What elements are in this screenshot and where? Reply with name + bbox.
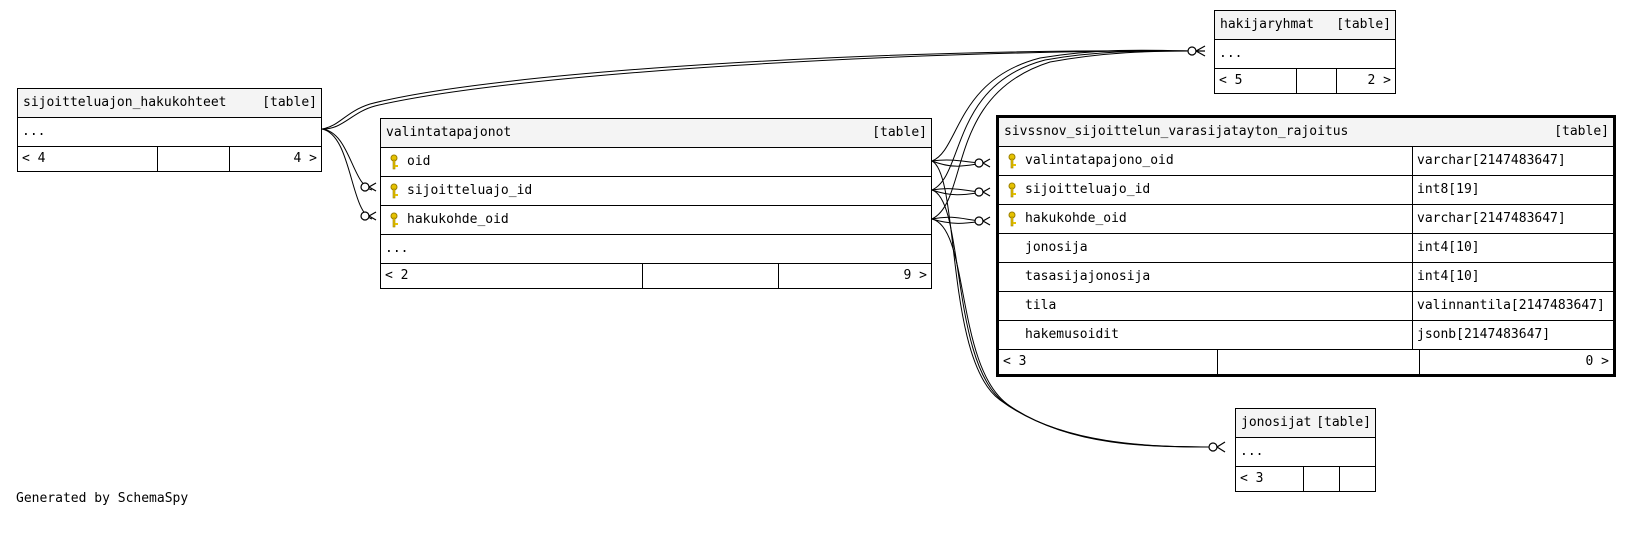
table-row: ...: [381, 235, 931, 264]
table-row[interactable]: hakemusoidit jsonb[2147483647]: [999, 321, 1613, 350]
parents-count[interactable]: < 5: [1215, 69, 1297, 93]
table-row: ...: [18, 118, 321, 147]
table-hakijaryhmat[interactable]: hakijaryhmat [table] ... < 5 2 >: [1214, 10, 1396, 94]
edge-valintatapajonot-jonosijat-3: [931, 218, 1218, 448]
table-row[interactable]: hakukohde_oid: [381, 206, 931, 235]
table-jonosijat[interactable]: jonosijat [table] ... < 3: [1235, 408, 1376, 492]
column-name: sijoitteluajo_id: [407, 183, 533, 198]
table-row[interactable]: tasasijajonosija int4[10]: [999, 263, 1613, 292]
table-name: jonosijat: [1241, 415, 1312, 430]
children-count[interactable]: 9 >: [903, 268, 927, 283]
table-header: hakijaryhmat [table]: [1215, 11, 1395, 40]
parents-count[interactable]: < 2: [381, 264, 643, 288]
footer-spacer: [158, 147, 230, 171]
column-type: int4[10]: [1417, 269, 1480, 284]
footer-spacer: [1218, 350, 1420, 374]
edge-marker-circle: [1187, 46, 1197, 56]
table-sivssnov-sijoittelun-varasijatayton-rajoitus[interactable]: sivssnov_sijoittelun_varasijatayton_rajo…: [996, 115, 1616, 377]
edge-valintatapajonot-hakijaryhmat-1: [931, 49, 1193, 162]
parents-count[interactable]: < 3: [1236, 467, 1304, 491]
edge-marker-circle: [360, 211, 370, 221]
table-header: sivssnov_sijoittelun_varasijatayton_rajo…: [999, 118, 1613, 147]
column-type: varchar[2147483647]: [1417, 211, 1566, 226]
table-kind: [table]: [872, 125, 927, 140]
edge-marker-circle: [974, 158, 984, 168]
table-footer: < 2 9 >: [381, 264, 931, 288]
edge-sijoitteluajon-hakukohteet-valintatapajonot-1: [321, 128, 373, 191]
edge-marker-crowfoot: [982, 158, 991, 168]
table-footer: < 3 0 >: [999, 350, 1613, 374]
column-name: jonosija: [1025, 240, 1088, 255]
table-row[interactable]: sijoitteluajo_id int8[19]: [999, 176, 1613, 205]
table-kind: [table]: [1336, 17, 1391, 32]
column-name: hakukohde_oid: [407, 212, 509, 227]
table-row[interactable]: jonosija int4[10]: [999, 234, 1613, 263]
table-row[interactable]: hakukohde_oid varchar[2147483647]: [999, 205, 1613, 234]
column-type: varchar[2147483647]: [1417, 153, 1566, 168]
footer-spacer: [1297, 69, 1337, 93]
table-footer: < 3: [1236, 467, 1375, 491]
table-footer: < 5 2 >: [1215, 69, 1395, 93]
more-columns: ...: [1219, 46, 1243, 61]
table-sijoitteluajon-hakukohteet[interactable]: sijoitteluajon_hakukohteet [table] ... <…: [17, 88, 322, 172]
edge-marker-circle: [1208, 442, 1218, 452]
more-columns: ...: [385, 241, 409, 256]
edge-sijoitteluajon-hakukohteet-hakijaryhmat-b: [321, 50, 1193, 130]
edge-marker-crowfoot: [1195, 45, 1206, 57]
edge-marker-circle: [974, 187, 984, 197]
table-row[interactable]: valintatapajono_oid varchar[2147483647]: [999, 147, 1613, 176]
edge-sijoitteluajon-hakukohteet-valintatapajonot-2: [321, 128, 373, 220]
edge-marker-circle: [360, 182, 370, 192]
children-count[interactable]: 2 >: [1367, 73, 1391, 88]
table-name: hakijaryhmat: [1220, 17, 1314, 32]
parents-count[interactable]: < 3: [999, 350, 1218, 374]
edge-marker-crowfoot: [1216, 441, 1226, 453]
edge-marker-crowfoot: [982, 216, 991, 226]
edge-valintatapajonot-hakijaryhmat-3: [931, 50, 1193, 220]
edge-marker-crowfoot: [368, 211, 377, 221]
footer-spacer: [643, 264, 779, 288]
children-count[interactable]: 4 >: [293, 151, 317, 166]
table-row: ...: [1215, 40, 1395, 69]
parents-count[interactable]: < 4: [18, 147, 158, 171]
table-name: sijoitteluajon_hakukohteet: [23, 95, 227, 110]
column-name: tila: [1025, 298, 1057, 313]
column-name: tasasijajonosija: [1025, 269, 1151, 284]
more-columns: ...: [22, 124, 46, 139]
children-count[interactable]: 0 >: [1585, 354, 1609, 369]
table-name: sivssnov_sijoittelun_varasijatayton_rajo…: [1004, 124, 1349, 139]
table-name: valintatapajonot: [386, 125, 512, 140]
column-type: jsonb[2147483647]: [1417, 327, 1551, 342]
table-row[interactable]: tila valinnantila[2147483647]: [999, 292, 1613, 321]
generated-by-label: Generated by SchemaSpy: [16, 491, 189, 506]
column-type: valinnantila[2147483647]: [1417, 298, 1605, 313]
table-kind: [table]: [1554, 124, 1609, 139]
column-name: sijoitteluajo_id: [1025, 182, 1151, 197]
column-name: oid: [407, 154, 431, 169]
table-valintatapajonot[interactable]: valintatapajonot [table] oid sijoittelua…: [380, 118, 932, 289]
column-name: hakemusoidit: [1025, 327, 1119, 342]
column-name: valintatapajono_oid: [1025, 153, 1174, 168]
table-row[interactable]: oid: [381, 148, 931, 177]
table-header: jonosijat [table]: [1236, 409, 1375, 438]
table-kind: [table]: [1316, 415, 1371, 430]
edge-sijoitteluajon-hakukohteet-hakijaryhmat: [321, 50, 1193, 130]
edge-marker-crowfoot: [368, 182, 377, 192]
children-count[interactable]: [1340, 467, 1375, 491]
table-header: valintatapajonot [table]: [381, 119, 931, 148]
edge-marker-circle: [974, 216, 984, 226]
column-name: hakukohde_oid: [1025, 211, 1127, 226]
edge-valintatapajonot-hakijaryhmat-2: [931, 50, 1193, 191]
table-kind: [table]: [262, 95, 317, 110]
edge-marker-crowfoot: [982, 187, 991, 197]
table-row: ...: [1236, 438, 1375, 467]
more-columns: ...: [1240, 444, 1264, 459]
table-footer: < 4 4 >: [18, 147, 321, 171]
footer-spacer: [1304, 467, 1340, 491]
table-row[interactable]: sijoitteluajo_id: [381, 177, 931, 206]
table-header: sijoitteluajon_hakukohteet [table]: [18, 89, 321, 118]
column-type: int8[19]: [1417, 182, 1480, 197]
column-type: int4[10]: [1417, 240, 1480, 255]
